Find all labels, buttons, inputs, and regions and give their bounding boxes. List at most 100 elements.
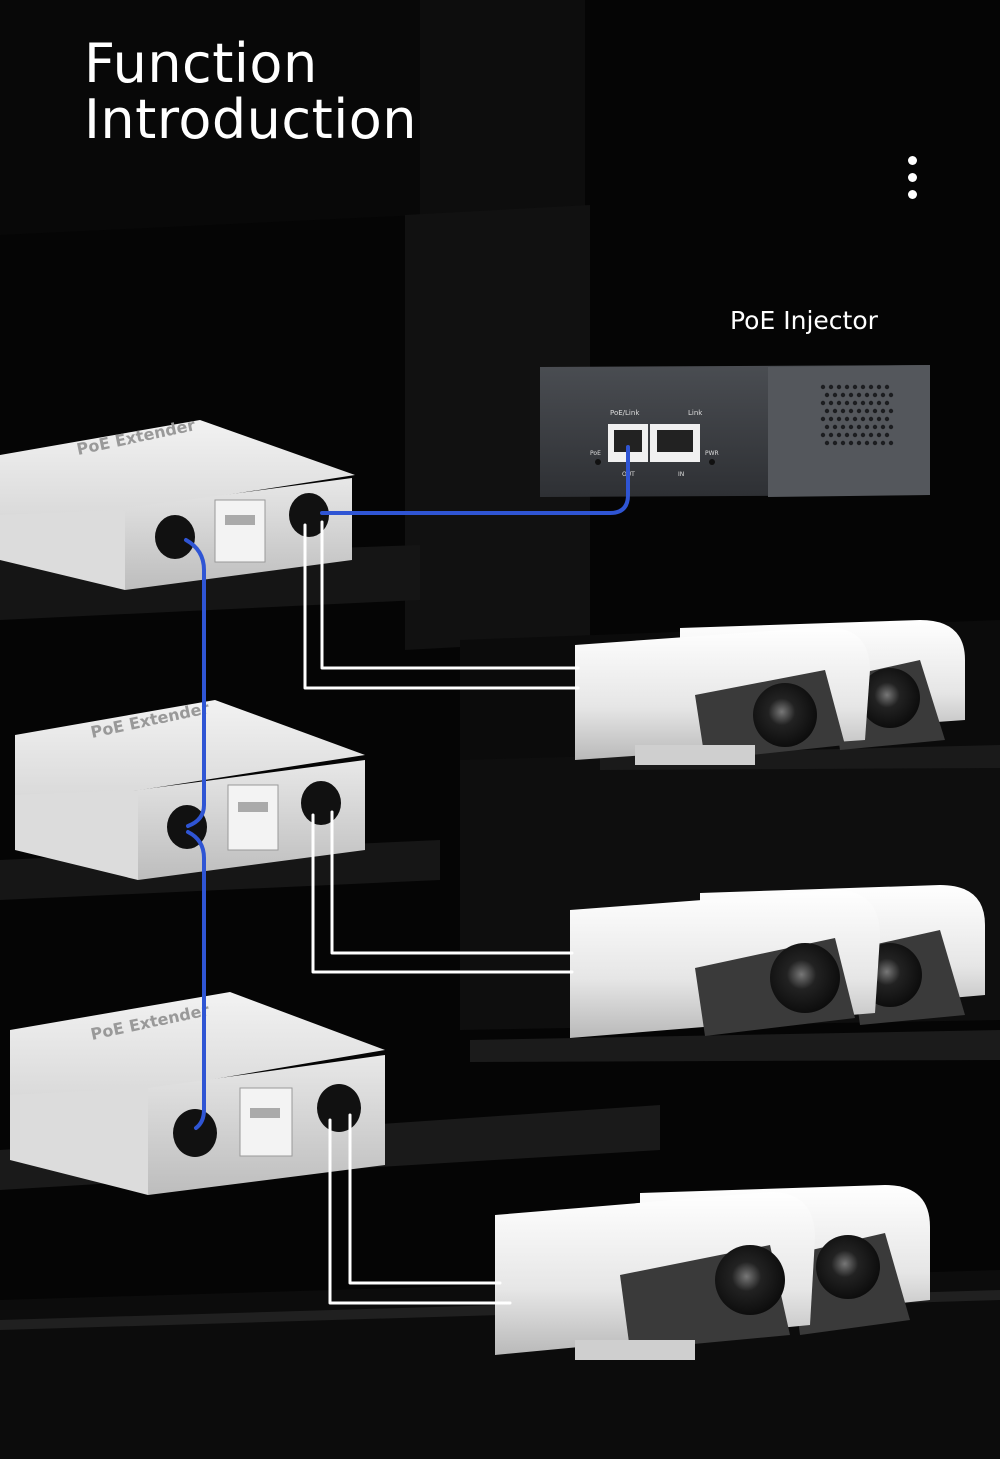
vent-hole xyxy=(820,384,826,390)
vent-hole xyxy=(864,392,870,398)
vent-hole xyxy=(860,400,866,406)
camera-cable xyxy=(328,1118,512,1305)
vent-hole xyxy=(864,424,870,430)
injector-vent-grille xyxy=(820,384,894,446)
vent-hole xyxy=(824,440,830,446)
vent-hole xyxy=(872,408,878,414)
poe-injector-device: PoE/Link Link PoE PWR OUT IN xyxy=(540,365,930,497)
camera-pair-1 xyxy=(575,620,965,765)
menu-dot xyxy=(908,156,917,165)
vent-hole xyxy=(848,440,854,446)
vent-hole xyxy=(828,432,834,438)
vent-hole xyxy=(844,400,850,406)
vent-hole xyxy=(824,424,830,430)
vent-hole xyxy=(828,400,834,406)
vent-hole xyxy=(836,400,842,406)
injector-port-label-poe-link: PoE/Link xyxy=(610,409,640,417)
injector-port-label-in: IN xyxy=(678,471,684,478)
vent-hole xyxy=(880,408,886,414)
vent-hole xyxy=(884,400,890,406)
vent-hole xyxy=(868,416,874,422)
vent-hole xyxy=(832,424,838,430)
camera-cables xyxy=(303,520,580,1305)
injector-port-label-poe: PoE xyxy=(590,450,601,457)
vent-hole xyxy=(884,384,890,390)
vent-hole xyxy=(860,416,866,422)
vent-hole xyxy=(836,384,842,390)
vent-hole xyxy=(820,416,826,422)
vent-hole xyxy=(888,392,894,398)
vent-hole xyxy=(852,400,858,406)
poe-cable xyxy=(186,830,206,1130)
poe-cable xyxy=(320,445,630,515)
camera-cable xyxy=(311,813,574,974)
vent-hole xyxy=(880,392,886,398)
camera-cable xyxy=(303,523,580,690)
page-title: Function Introduction xyxy=(84,36,417,148)
vent-hole xyxy=(884,416,890,422)
extender-in-port xyxy=(173,1109,217,1157)
vent-hole xyxy=(868,400,874,406)
vent-hole xyxy=(856,424,862,430)
injector-port-label-link: Link xyxy=(688,409,703,417)
vent-hole xyxy=(828,384,834,390)
menu-dot xyxy=(908,190,917,199)
vent-hole xyxy=(828,416,834,422)
injector-port-label-pwr: PWR xyxy=(705,450,719,457)
poe-extender-2: PoE Extender xyxy=(15,698,365,880)
vent-hole xyxy=(836,416,842,422)
vent-hole xyxy=(888,440,894,446)
vent-hole xyxy=(860,384,866,390)
vent-hole xyxy=(820,432,826,438)
vent-hole xyxy=(888,408,894,414)
page-title-line-1: Function xyxy=(84,32,318,95)
vent-hole xyxy=(848,392,854,398)
vent-hole xyxy=(888,424,894,430)
vent-hole xyxy=(848,408,854,414)
extender-out-port xyxy=(289,493,329,537)
vent-hole xyxy=(824,408,830,414)
page-title-line-2: Introduction xyxy=(84,88,418,151)
poe-extender-1: PoE Extender xyxy=(0,415,355,590)
camera-cable xyxy=(348,1113,502,1285)
vent-hole xyxy=(876,416,882,422)
vent-hole xyxy=(836,432,842,438)
more-vertical-icon[interactable] xyxy=(898,150,928,206)
vent-hole xyxy=(848,424,854,430)
camera-pair-2 xyxy=(570,885,985,1038)
vent-hole xyxy=(884,432,890,438)
vent-hole xyxy=(872,424,878,430)
vent-hole xyxy=(844,384,850,390)
vent-hole xyxy=(864,440,870,446)
vent-hole xyxy=(840,424,846,430)
vent-hole xyxy=(872,440,878,446)
vent-hole xyxy=(864,408,870,414)
menu-dot xyxy=(908,173,917,182)
vent-hole xyxy=(840,440,846,446)
camera-cable xyxy=(320,520,580,670)
vent-hole xyxy=(856,392,862,398)
vent-hole xyxy=(844,416,850,422)
vent-hole xyxy=(872,392,878,398)
vent-hole xyxy=(860,432,866,438)
vent-hole xyxy=(852,416,858,422)
poe-extender-3: PoE Extender xyxy=(10,992,385,1195)
vent-hole xyxy=(852,384,858,390)
vent-hole xyxy=(820,400,826,406)
vent-hole xyxy=(876,384,882,390)
vent-hole xyxy=(868,432,874,438)
vent-hole xyxy=(832,392,838,398)
extender-out-port xyxy=(301,781,341,825)
vent-hole xyxy=(840,408,846,414)
vent-hole xyxy=(880,424,886,430)
camera-pair-3 xyxy=(495,1185,930,1360)
vent-hole xyxy=(856,408,862,414)
poe-injector-label: PoE Injector xyxy=(730,306,878,335)
vent-hole xyxy=(824,392,830,398)
poe-cable xyxy=(184,538,206,828)
vent-hole xyxy=(840,392,846,398)
vent-hole xyxy=(856,440,862,446)
camera-cable xyxy=(330,810,574,955)
